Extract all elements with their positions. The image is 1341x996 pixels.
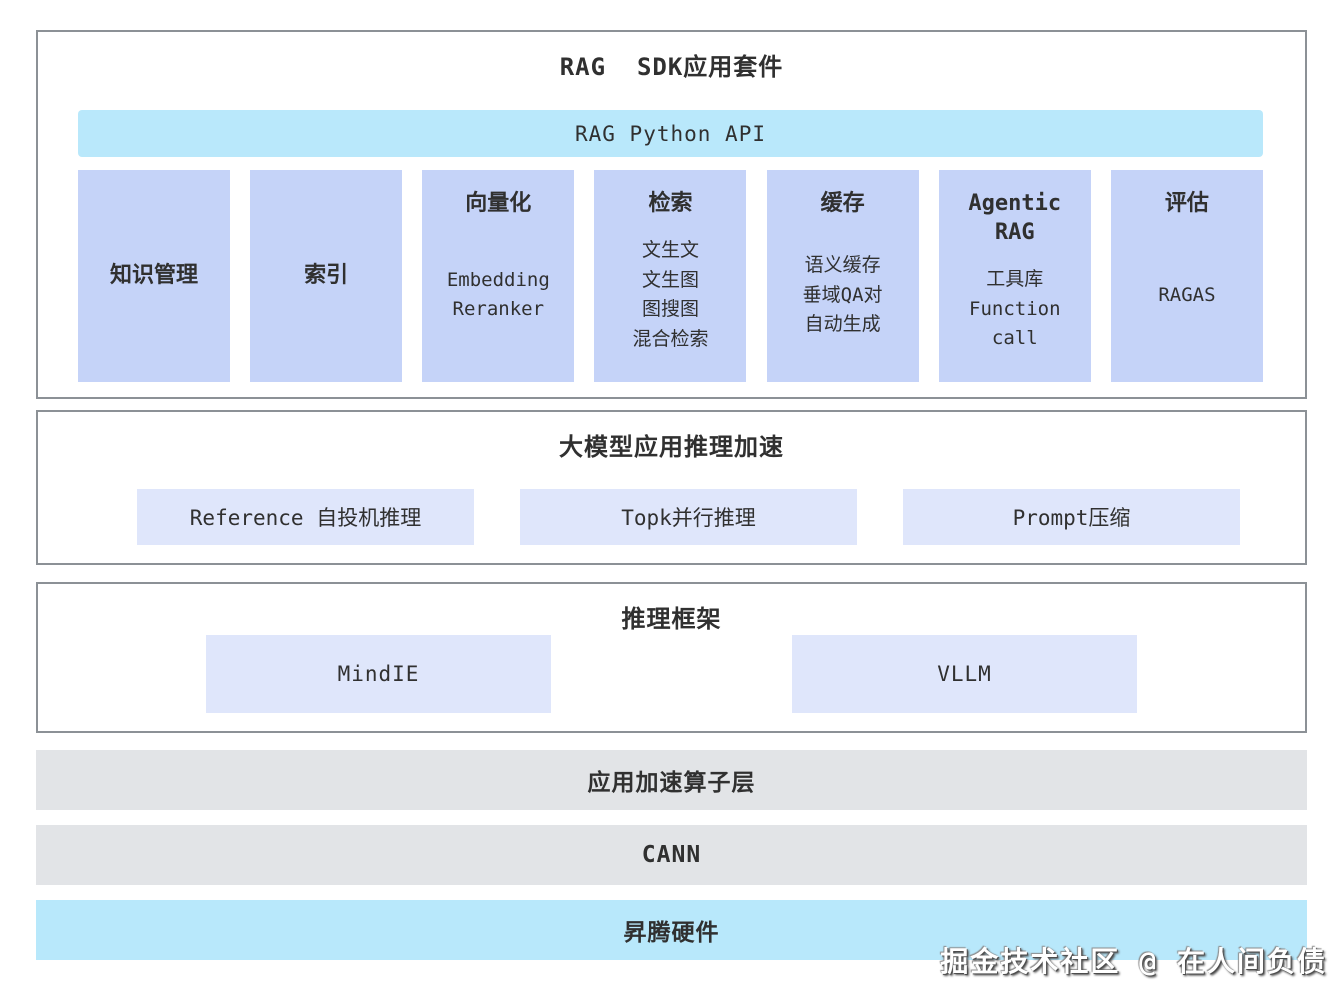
rag-python-api-bar: RAG Python API bbox=[78, 110, 1263, 157]
accel-item-reference: Reference 自投机推理 bbox=[137, 489, 474, 545]
framework-item-vllm: VLLM bbox=[792, 635, 1137, 713]
column-header: 向量化 bbox=[465, 191, 532, 216]
rag-sdk-suite-panel: RAG SDK应用套件 RAG Python API 知识管理 索引 向量化 E… bbox=[36, 30, 1307, 399]
column-header: 知识管理 bbox=[109, 262, 198, 288]
column-vectorization: 向量化 Embedding Reranker bbox=[422, 170, 575, 382]
accel-item-topk: Topk并行推理 bbox=[520, 489, 857, 545]
column-retrieval: 检索 文生文 文生图 图搜图 混合检索 bbox=[594, 170, 747, 382]
column-header: 索引 bbox=[304, 262, 349, 288]
inference-framework-items-row: MindIE VLLM bbox=[38, 635, 1305, 713]
column-body: 工具库 Function call bbox=[969, 268, 1061, 350]
column-knowledge-mgmt: 知识管理 bbox=[78, 170, 230, 382]
inference-framework-title: 推理框架 bbox=[621, 605, 722, 633]
column-evaluation: 评估 RAGAS bbox=[1110, 170, 1263, 382]
cann-bar: CANN bbox=[36, 825, 1307, 885]
column-body: 语义缓存 垂域QA对 自动生成 bbox=[802, 254, 883, 336]
inference-accel-panel: 大模型应用推理加速 Reference 自投机推理 Topk并行推理 Promp… bbox=[36, 410, 1307, 565]
column-cache: 缓存 语义缓存 垂域QA对 自动生成 bbox=[766, 170, 919, 382]
framework-item-mindie: MindIE bbox=[206, 635, 551, 713]
column-header: 评估 bbox=[1164, 191, 1209, 216]
column-header: 缓存 bbox=[820, 191, 865, 216]
accel-item-prompt: Prompt压缩 bbox=[903, 489, 1240, 545]
column-header: 检索 bbox=[648, 191, 693, 216]
inference-accel-items-row: Reference 自投机推理 Topk并行推理 Prompt压缩 bbox=[38, 489, 1305, 545]
column-header: Agentic RAG bbox=[968, 191, 1062, 245]
watermark: 掘金技术社区 @ 在人间负债 bbox=[940, 945, 1327, 978]
ascend-hardware-bar: 昇腾硬件 bbox=[36, 900, 1307, 960]
rag-sdk-suite-title: RAG SDK应用套件 bbox=[559, 53, 784, 81]
sdk-columns-row: 知识管理 索引 向量化 Embedding Reranker 检索 文生文 文生… bbox=[78, 170, 1263, 382]
column-index: 索引 bbox=[250, 170, 403, 382]
column-body: Embedding Reranker bbox=[446, 268, 550, 321]
column-body: 文生文 文生图 图搜图 混合检索 bbox=[632, 239, 709, 350]
inference-accel-title: 大模型应用推理加速 bbox=[559, 433, 784, 461]
operator-layer-bar: 应用加速算子层 bbox=[36, 750, 1307, 810]
inference-framework-panel: 推理框架 MindIE VLLM bbox=[36, 582, 1307, 733]
column-agentic-rag: Agentic RAG 工具库 Function call bbox=[938, 170, 1091, 382]
column-body: RAGAS bbox=[1158, 283, 1216, 306]
